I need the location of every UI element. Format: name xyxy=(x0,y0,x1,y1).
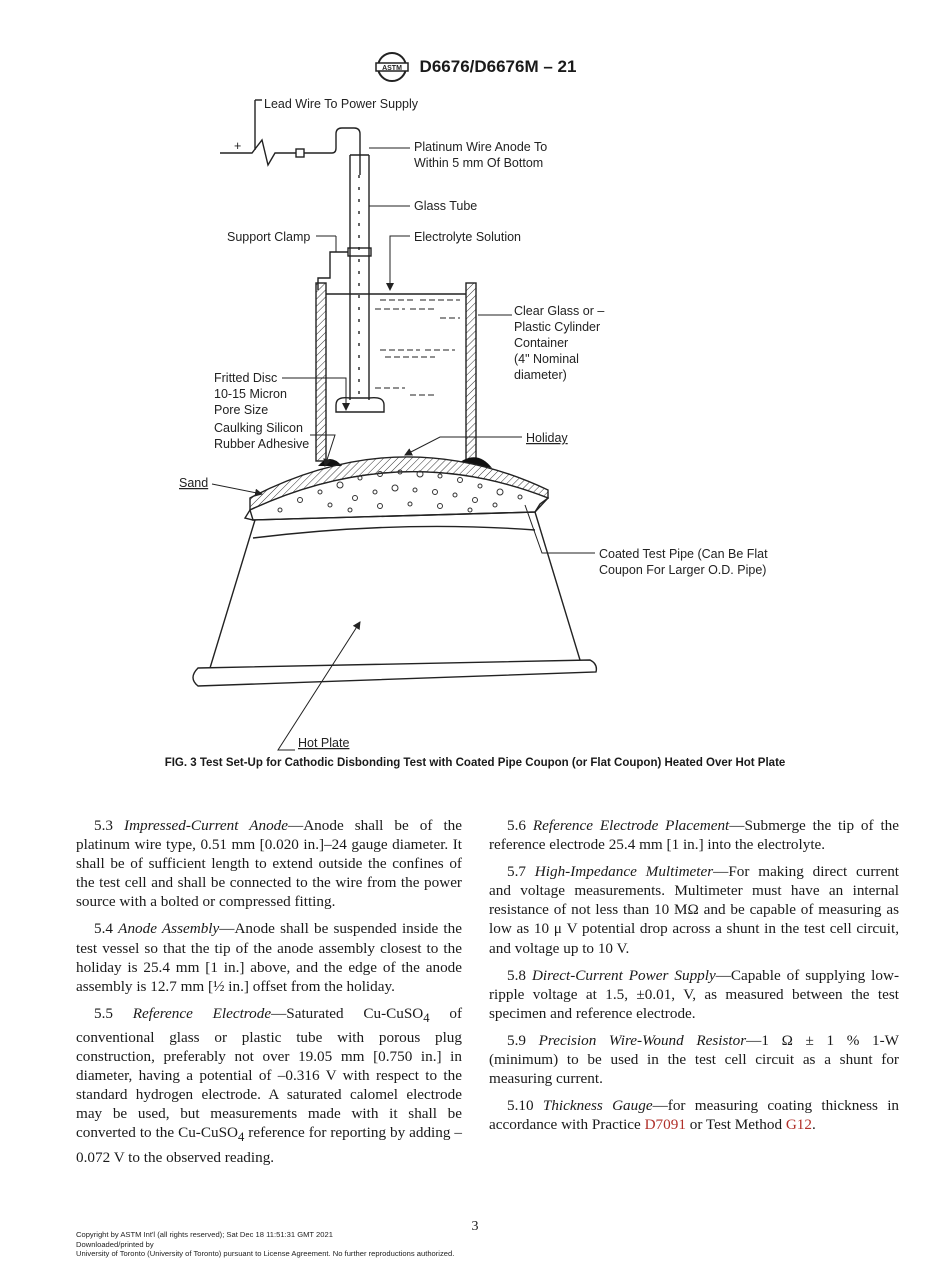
glass-tube xyxy=(335,154,385,413)
section-5-4: 5.4 Anode Assembly—Anode shall be suspen… xyxy=(76,920,462,995)
figure-caption: FIG. 3 Test Set-Up for Cathodic Disbondi… xyxy=(164,757,786,769)
label-lead-wire: Lead Wire To Power Supply xyxy=(264,97,419,111)
leader-lines xyxy=(211,147,595,751)
copyright-footer: Copyright by ASTM Int'l (all rights rese… xyxy=(76,1230,454,1259)
section-5-6: 5.6 Reference Electrode Placement—Submer… xyxy=(489,817,899,854)
label-container-3: Container xyxy=(514,336,568,350)
right-column: 5.6 Reference Electrode Placement—Submer… xyxy=(489,816,899,1142)
coated-pipe-coupon xyxy=(243,456,550,521)
section-title: Reference Electrode Placement xyxy=(532,817,730,834)
label-caulking-2: Rubber Adhesive xyxy=(214,437,309,451)
section-5-7: 5.7 High-Impedance Multimeter—For making… xyxy=(489,863,900,957)
label-anode-2: Within 5 mm Of Bottom xyxy=(414,156,543,170)
label-container-4: (4" Nominal xyxy=(514,352,579,366)
label-holiday: Holiday xyxy=(526,431,568,445)
section-title: Impressed-Current Anode xyxy=(124,817,289,834)
label-electrolyte: Electrolyte Solution xyxy=(414,230,521,244)
label-pipe-2: Coupon For Larger O.D. Pipe) xyxy=(599,563,766,577)
section-title: High-Impedance Multimeter xyxy=(534,863,714,881)
section-5-3: 5.3 Impressed-Current Anode—Anode shall … xyxy=(76,817,463,911)
label-fritted-1: Fritted Disc xyxy=(214,371,277,385)
section-5-10: 5.10 Thickness Gauge—for measuring coati… xyxy=(489,1097,900,1134)
label-plus: + xyxy=(234,139,241,153)
svg-text:ASTM: ASTM xyxy=(382,65,402,72)
sand-grains xyxy=(277,469,523,513)
footer-line-1: Copyright by ASTM Int'l (all rights rese… xyxy=(76,1230,333,1239)
section-title: Direct-Current Power Supply xyxy=(531,966,716,984)
label-support-clamp: Support Clamp xyxy=(227,230,310,244)
section-title: Thickness Gauge xyxy=(542,1097,653,1115)
link-g12[interactable]: G12 xyxy=(785,1116,812,1134)
label-container-1: Clear Glass or – xyxy=(514,304,604,318)
page-header: ASTM D6676/D6676M – 21 xyxy=(0,50,950,84)
lead-wire xyxy=(220,99,361,175)
section-5-5: 5.5 Reference Electrode—Saturated Cu-CuS… xyxy=(76,1004,462,1166)
caulking-right xyxy=(460,457,492,468)
section-title: Anode Assembly xyxy=(118,920,220,938)
hot-plate xyxy=(192,511,598,687)
section-title: Reference Electrode xyxy=(132,1004,272,1022)
footer-line-3: University of Toronto (University of Tor… xyxy=(76,1249,455,1259)
section-5-9: 5.9 Precision Wire-Wound Resistor—1 Ω ± … xyxy=(489,1031,900,1088)
label-caulking-1: Caulking Silicon xyxy=(214,421,303,435)
label-sand: Sand xyxy=(179,476,208,490)
astm-logo-icon: ASTM xyxy=(374,52,409,82)
left-column: 5.3 Impressed-Current Anode—Anode shall … xyxy=(76,816,462,1175)
label-fritted-2: 10-15 Micron xyxy=(214,387,287,401)
footer-line-2: Downloaded/printed by xyxy=(76,1239,154,1249)
label-anode-1: Platinum Wire Anode To xyxy=(414,140,547,154)
test-setup-figure: Lead Wire To Power Supply + Platinum Wir… xyxy=(179,97,768,751)
section-5-8: 5.8 Direct-Current Power Supply—Capable … xyxy=(489,966,899,1022)
section-title: Precision Wire-Wound Resistor xyxy=(538,1031,747,1049)
label-container-2: Plastic Cylinder xyxy=(514,320,600,334)
page-number: 3 xyxy=(471,1219,479,1234)
link-d7091[interactable]: D7091 xyxy=(644,1116,686,1134)
cylinder-container xyxy=(315,282,477,462)
label-pipe-1: Coated Test Pipe (Can Be Flat xyxy=(599,547,768,561)
document-id: D6676/D6676M – 21 xyxy=(419,57,577,76)
label-hot-plate: Hot Plate xyxy=(298,736,349,750)
label-glass-tube: Glass Tube xyxy=(414,199,477,213)
label-container-5: diameter) xyxy=(514,368,567,382)
label-fritted-3: Pore Size xyxy=(214,403,268,417)
